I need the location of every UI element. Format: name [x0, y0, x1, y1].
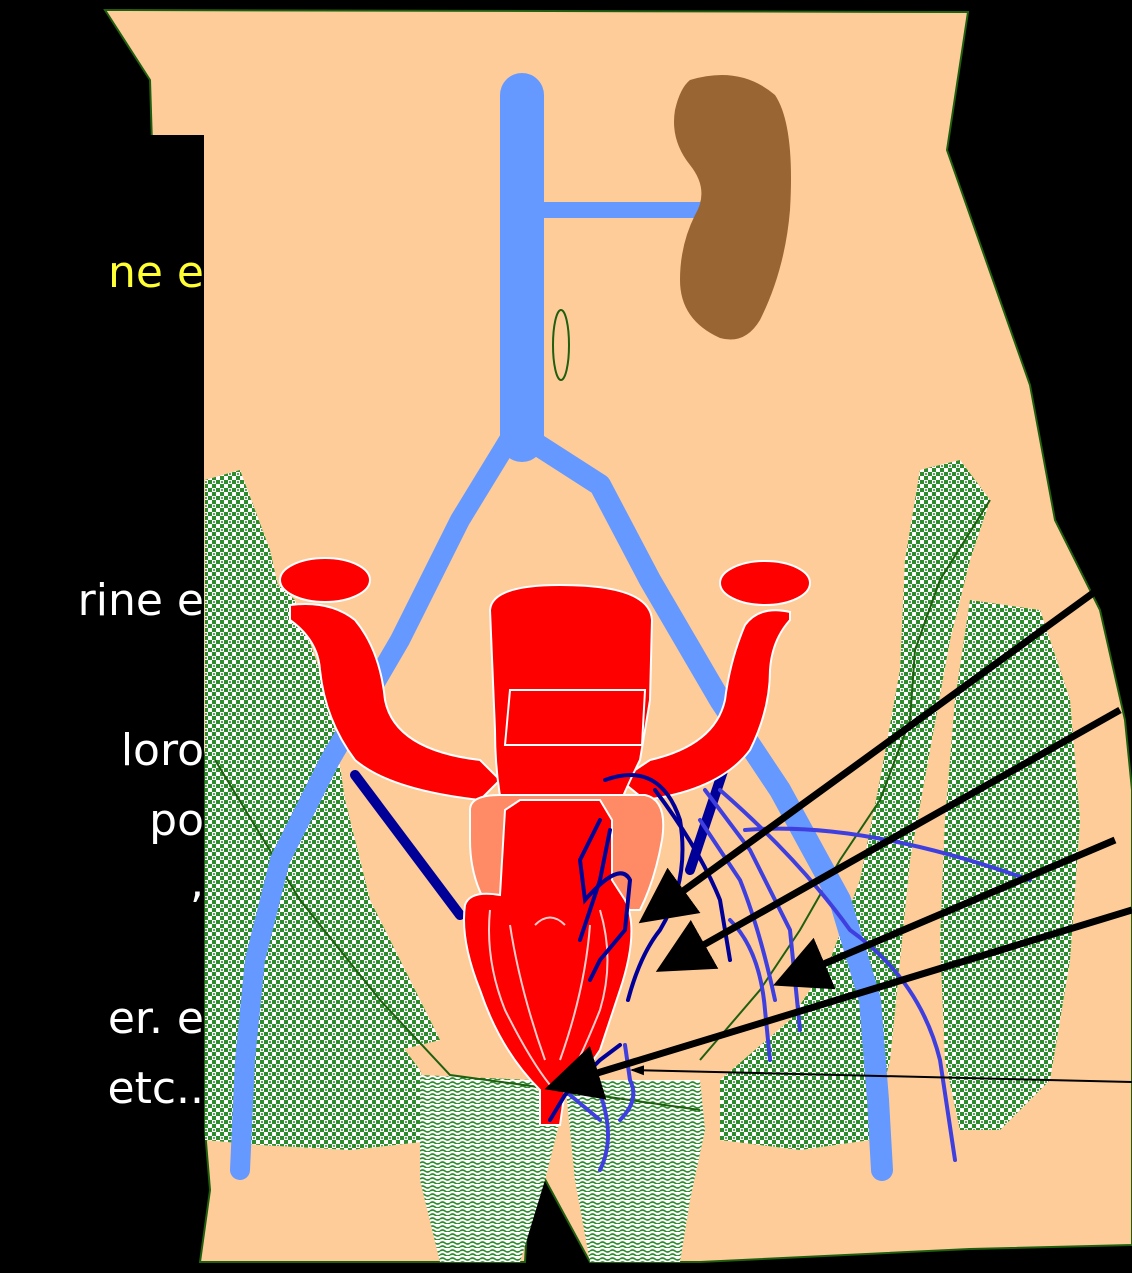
label-line-1: ne e	[108, 247, 204, 299]
label-line-3: loro	[121, 725, 204, 777]
label-line-6: er. e	[108, 993, 204, 1045]
label-text-box: ne e rine e loro po , er. e etc..	[0, 135, 204, 1187]
left-ovary	[280, 558, 370, 602]
right-ovary	[720, 561, 810, 605]
label-line-2: rine e	[78, 575, 204, 627]
label-line-7: etc..	[108, 1063, 205, 1115]
uterus-band	[505, 690, 645, 745]
label-line-4: po	[149, 795, 204, 847]
label-line-5: ,	[190, 857, 204, 909]
